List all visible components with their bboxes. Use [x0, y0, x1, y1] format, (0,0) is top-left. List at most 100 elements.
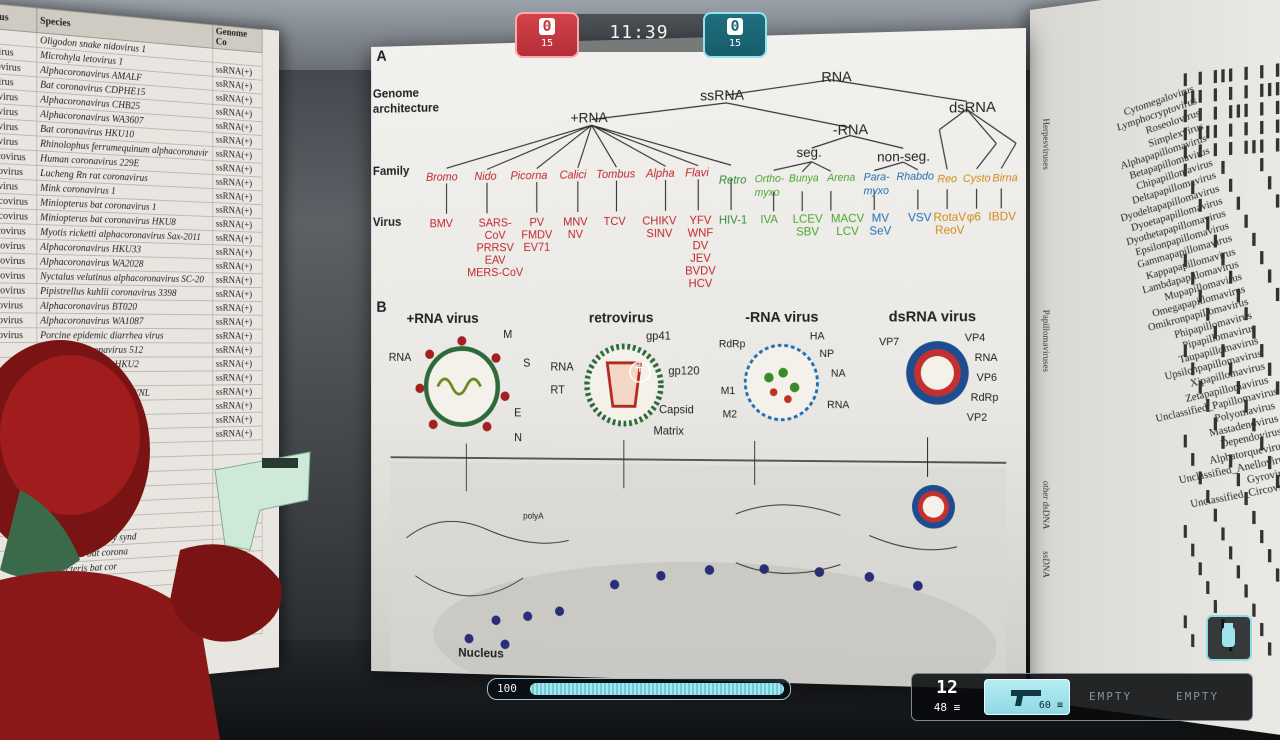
virion-label: E	[514, 405, 522, 420]
weapon-panel	[911, 673, 1253, 721]
family-name: Birna	[992, 172, 1018, 185]
grid-mark	[1191, 452, 1195, 466]
grid-mark	[1183, 524, 1187, 538]
grid-mark	[1191, 181, 1195, 195]
grid-mark	[1213, 508, 1217, 522]
virus-classification-poster: A B Genome architecture RNA ssRNA dsRNA …	[371, 28, 1026, 690]
family-name: Ortho-myxo	[754, 173, 785, 199]
genus-cell: ctacovirus	[0, 282, 37, 299]
group-label-papilloma: Papillomaviruses	[1041, 309, 1051, 373]
grid-mark	[1183, 109, 1187, 123]
virion-label: RNA	[388, 350, 412, 364]
grid-mark	[1236, 104, 1241, 118]
family-name: Bromo	[426, 169, 458, 184]
grid-mark	[1260, 344, 1264, 358]
genus-cell: acovirus	[0, 177, 37, 195]
grid-mark	[1221, 527, 1225, 541]
section-label-a: A	[376, 48, 387, 65]
grid-mark	[1244, 103, 1248, 118]
weapon-slot-3[interactable]: EMPTY	[1176, 690, 1220, 703]
poster-graphic	[390, 28, 1026, 690]
virus-name: MNV NV	[563, 214, 588, 241]
column-header-genus: genus	[0, 2, 37, 33]
grid-mark	[1213, 69, 1217, 84]
genus-cell: inacovirus	[0, 147, 37, 166]
grid-mark	[1183, 344, 1187, 358]
grid-mark	[1244, 85, 1248, 99]
grid-mark	[1267, 549, 1272, 563]
grid-mark	[1191, 271, 1195, 285]
grid-mark	[1229, 141, 1233, 156]
virion-label: M	[503, 327, 513, 341]
family-row-label: Family	[372, 163, 410, 178]
grid-mark	[1213, 124, 1217, 138]
grid-mark	[1267, 362, 1272, 376]
grid-mark	[1213, 599, 1217, 614]
virus-name: HIV-1	[718, 212, 748, 227]
family-name: Bunya	[788, 172, 819, 185]
grid-mark	[1275, 100, 1280, 115]
grid-mark	[1260, 158, 1264, 172]
genus-cell: hacovirus	[0, 162, 37, 181]
crosshair-icon	[629, 360, 651, 383]
virus-name: VSV	[908, 210, 932, 225]
grid-mark	[1275, 119, 1280, 133]
grid-mark	[1275, 81, 1280, 96]
grid-mark	[1260, 120, 1264, 135]
blue-team-score-value: 0	[727, 18, 743, 35]
grenade-slot[interactable]	[1206, 615, 1252, 661]
grid-mark	[1275, 474, 1280, 489]
virus-name: TCV	[603, 214, 626, 229]
weapon-slot-ammo: 60 ≡	[1038, 700, 1063, 711]
virus-name: YFV WNF DV JEV BVDV HCV	[685, 213, 716, 291]
grid-mark	[1183, 434, 1187, 448]
group-label-herpes: Herpesviruses	[1041, 118, 1051, 171]
virion-label: HA	[809, 330, 825, 343]
grid-mark	[1206, 307, 1210, 321]
grid-mark	[1198, 89, 1202, 103]
virus-name: PV FMDV EV71	[521, 215, 553, 254]
grid-mark	[1229, 362, 1233, 376]
grid-mark	[1236, 381, 1241, 395]
virion-label: M1	[720, 385, 736, 398]
grid-mark	[1252, 510, 1256, 525]
grid-mark	[1198, 562, 1202, 576]
tree-seg: seg.	[796, 143, 822, 161]
grid-mark	[1206, 398, 1210, 412]
weapon-slot-pistol[interactable]: 60 ≡	[984, 679, 1070, 715]
pistol-icon	[1011, 690, 1041, 706]
group-label-ssdna: ssDNA	[1041, 550, 1051, 579]
grid-mark	[1198, 144, 1202, 158]
grid-mark	[1198, 289, 1202, 303]
virion-label: NP	[819, 348, 835, 360]
virus-name: LCEV SBV	[792, 211, 823, 239]
grid-mark	[1191, 362, 1195, 376]
panel-title-neg-rna: -RNA virus	[745, 308, 819, 326]
panel-title-plus-rna: +RNA virus	[406, 310, 479, 327]
grid-mark	[1275, 568, 1280, 582]
group-label-other-dsdna: other dsDNA	[1041, 480, 1051, 530]
grid-mark	[1183, 253, 1187, 267]
tree-nonseg: non-seg.	[877, 147, 931, 165]
virion-label: S	[523, 356, 531, 370]
virus-name: IVA	[760, 212, 778, 227]
genome-cell: ssRNA(+)	[212, 314, 263, 330]
virion-label: NA	[830, 367, 846, 380]
virion-label: RdRp	[970, 391, 999, 404]
grid-mark	[1198, 471, 1202, 485]
panel-title-retro: retrovirus	[588, 309, 654, 327]
grid-mark	[1229, 546, 1233, 560]
grid-mark	[1244, 66, 1248, 81]
virion-label: Capsid	[659, 402, 694, 417]
weapon-slot-2[interactable]: EMPTY	[1089, 690, 1133, 703]
virion-label: M2	[722, 408, 738, 421]
presence-grid	[1183, 63, 1280, 656]
genus-cell: unacovirus	[0, 192, 37, 210]
genus-cell: otacovirus	[0, 222, 37, 240]
reserve-ammo: 48 ≡	[933, 701, 961, 714]
grid-mark	[1213, 417, 1217, 431]
grid-mark	[1260, 436, 1264, 451]
virion-label: VP6	[976, 371, 998, 384]
grid-mark	[1260, 529, 1264, 544]
tree-dsrna: dsRNA	[949, 98, 996, 117]
